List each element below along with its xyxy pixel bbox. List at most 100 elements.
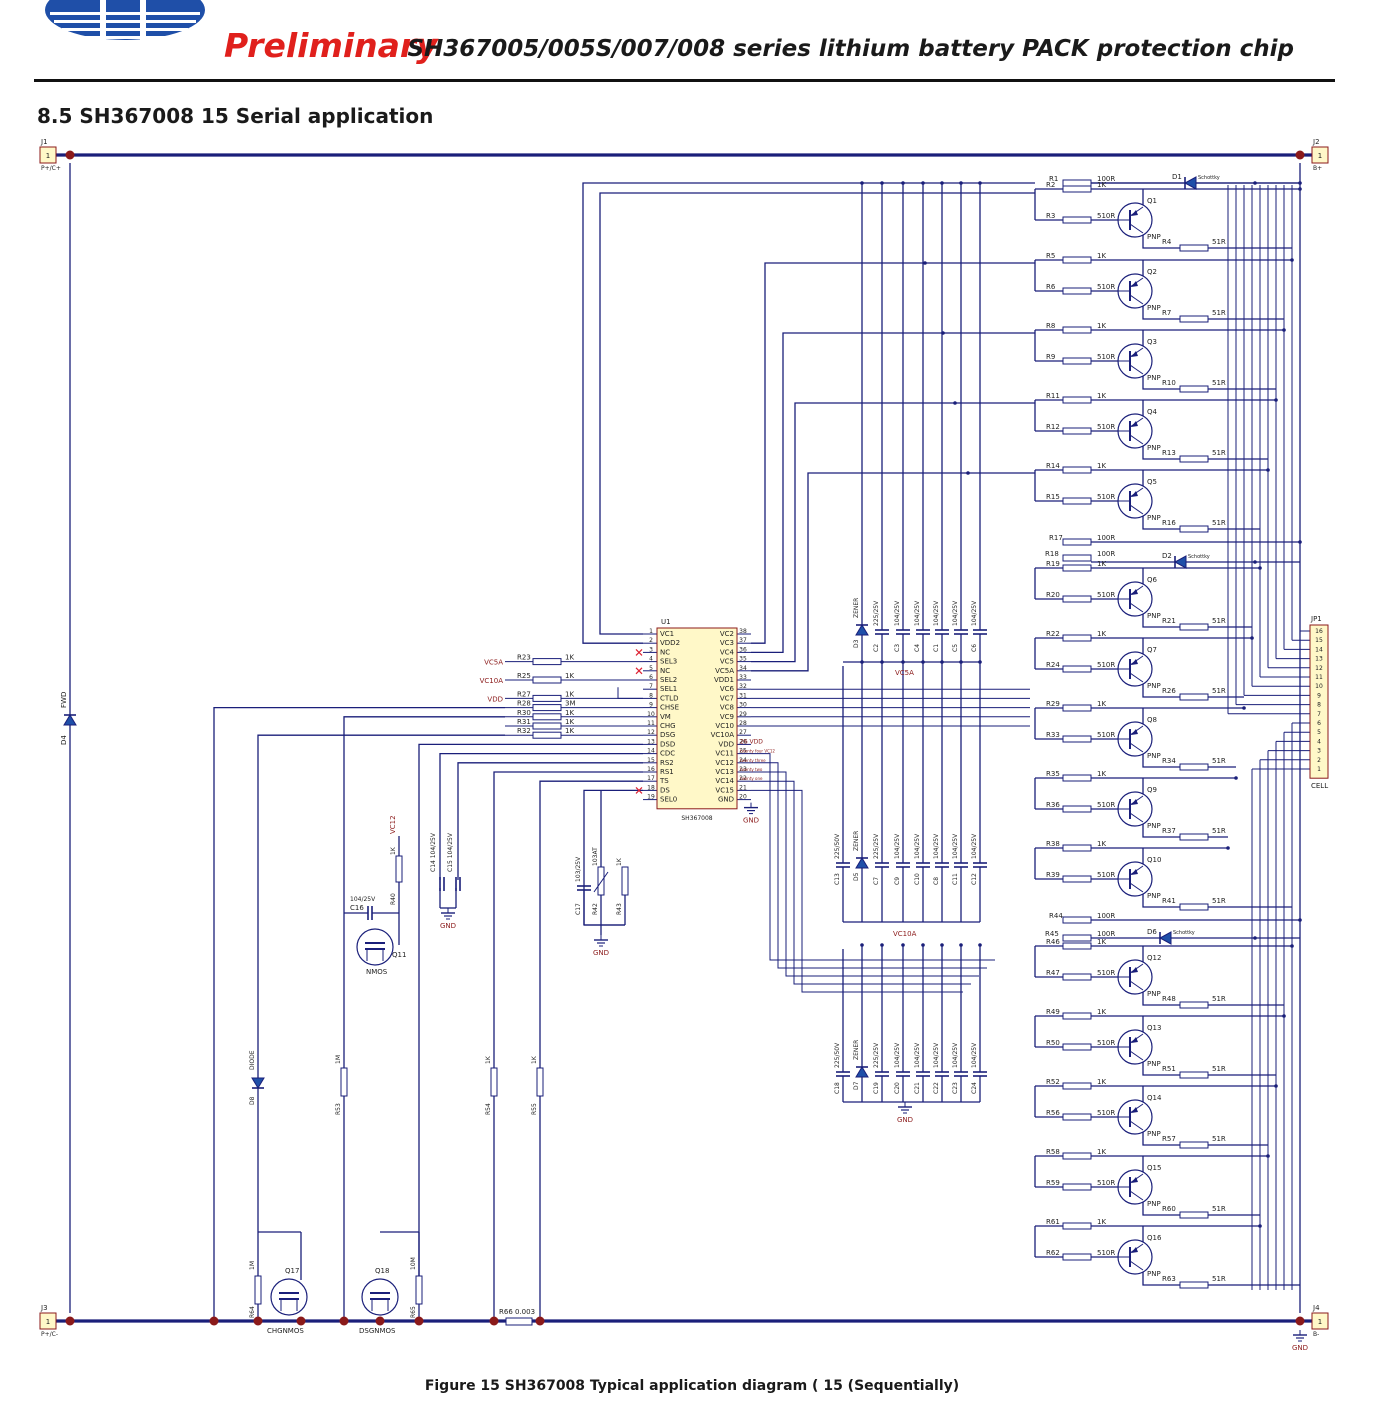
junction-dot	[1253, 560, 1257, 564]
q11-type: NMOS	[366, 968, 388, 976]
stage-ra-val: 1K	[1097, 630, 1106, 638]
input-resistor-ref: R23	[517, 654, 531, 662]
pnp-transistor-icon	[1131, 1107, 1138, 1113]
ground-label: GND	[1292, 1344, 1308, 1352]
jp1-ref: JP1	[1310, 615, 1322, 623]
ic-pin-number: 28	[739, 720, 747, 727]
c16-val: 104/25V	[350, 896, 376, 903]
cap-ref: C18	[834, 1082, 841, 1094]
junction-dot	[978, 943, 982, 947]
q18-type: DSGNMOS	[359, 1327, 396, 1335]
stage-rc-ref: R51	[1162, 1065, 1176, 1073]
input-net-label: VDD	[487, 695, 503, 703]
cap-ref: C1	[933, 644, 940, 652]
pnp-transistor-icon	[1131, 281, 1138, 287]
stage-rb-val: 510R	[1097, 1109, 1115, 1117]
group-mid-resistor	[1062, 934, 1092, 942]
ic-pin-number: 22	[739, 775, 747, 782]
q17-mosfet-icon	[270, 1278, 308, 1316]
stage-ra-val: 1K	[1097, 1218, 1106, 1226]
wire	[257, 734, 505, 1321]
stage-rc-val: 51R	[1212, 995, 1226, 1003]
junction-dot	[901, 181, 905, 185]
ic-pin-number: 2	[649, 637, 653, 644]
ic-pin-number: 34	[739, 665, 747, 672]
ic-pin-name: SEL2	[660, 676, 677, 684]
jp1-pin: 2	[1317, 757, 1321, 764]
q11-mosfet-icon	[356, 928, 394, 966]
stage-rc-ref: R21	[1162, 617, 1176, 625]
connector-j4-pin: 1	[1318, 1318, 1322, 1326]
pnp-transistor-icon	[1131, 1247, 1138, 1253]
junction-dot	[940, 943, 944, 947]
stage-q-type: PNP	[1147, 514, 1161, 522]
stage-ra-resistor	[1062, 185, 1092, 193]
cap-ref: C5	[952, 644, 959, 652]
pnp-transistor-icon	[1129, 504, 1144, 515]
ic-ref: U1	[661, 618, 671, 626]
stage-rb-resistor	[1062, 287, 1092, 295]
stage-rc-val: 51R	[1212, 379, 1226, 387]
cap-ref: C2	[873, 644, 880, 652]
stage-rc-val: 51R	[1212, 687, 1226, 695]
ic-pin-number: 5	[649, 665, 653, 672]
connector-j4	[1311, 1312, 1329, 1330]
junction-dot	[860, 943, 864, 947]
preliminary-label: Preliminary	[224, 26, 438, 65]
input-resistor	[532, 704, 562, 712]
junction-dot	[860, 660, 864, 664]
ic-pin-name: VC5	[720, 658, 734, 666]
pnp-transistor-icon	[1131, 659, 1138, 665]
schottky-ref: D1	[1172, 173, 1182, 181]
stage-rc-resistor	[1179, 1211, 1209, 1219]
stage-rc-val: 51R	[1212, 309, 1226, 317]
junction-dot	[1234, 776, 1238, 780]
pnp-transistor-icon	[1131, 421, 1138, 427]
stage-q-ref: Q13	[1147, 1024, 1161, 1032]
header-rule	[34, 79, 1335, 82]
ic-pin-number: 26	[739, 738, 747, 745]
jp1-pin: 4	[1317, 738, 1321, 745]
cap-ref: C7	[873, 877, 880, 885]
stage-rb-ref: R6	[1046, 283, 1056, 291]
stage-rc-ref: R37	[1162, 827, 1176, 835]
zener-diode-icon	[855, 624, 869, 636]
rail-node	[209, 1316, 219, 1326]
cap-ref: C3	[894, 644, 901, 652]
stage-rc-val: 51R	[1212, 519, 1226, 527]
r55-val: 1K	[531, 1055, 538, 1064]
wire	[439, 752, 643, 880]
stage-q-type: PNP	[1147, 1270, 1161, 1278]
stage-rb-resistor	[1062, 595, 1092, 603]
zener-name: ZENER	[853, 831, 860, 851]
ic-pin-name: VM	[660, 713, 671, 721]
connector-jp1	[1309, 624, 1329, 779]
pnp-transistor-icon	[1129, 1260, 1144, 1271]
schottky-ref: D6	[1147, 928, 1157, 936]
junction-dot	[1266, 468, 1270, 472]
jp1-pin: 5	[1317, 729, 1321, 736]
stage-rc-ref: R16	[1162, 519, 1176, 527]
stage-q-type: PNP	[1147, 304, 1161, 312]
stage-rc-ref: R60	[1162, 1205, 1176, 1213]
group-top-ref: R44	[1049, 912, 1063, 920]
stage-rb-val: 510R	[1097, 353, 1115, 361]
stage-q-type: PNP	[1147, 233, 1161, 241]
parts	[39, 146, 1329, 1342]
stage-ra-ref: R8	[1046, 322, 1055, 330]
group-top-resistor	[1062, 916, 1092, 924]
rail-node	[1295, 1316, 1305, 1326]
stage-rb-resistor	[1062, 973, 1092, 981]
stage-q-ref: Q15	[1147, 1164, 1161, 1172]
no-connect-mark	[635, 667, 643, 675]
group-mid-val: 100R	[1097, 550, 1115, 558]
pnp-transistor-icon	[1129, 742, 1144, 753]
stage-ra-val: 1K	[1097, 700, 1106, 708]
ic-pin-name: VC10	[715, 722, 734, 730]
input-resistor-val: 1K	[565, 727, 574, 735]
stage-q-type: PNP	[1147, 892, 1161, 900]
stage-ra-val: 1K	[1097, 1008, 1106, 1016]
stage-rb-resistor	[1062, 427, 1092, 435]
junction-dot	[1298, 187, 1302, 191]
junction-dot	[1290, 258, 1294, 262]
